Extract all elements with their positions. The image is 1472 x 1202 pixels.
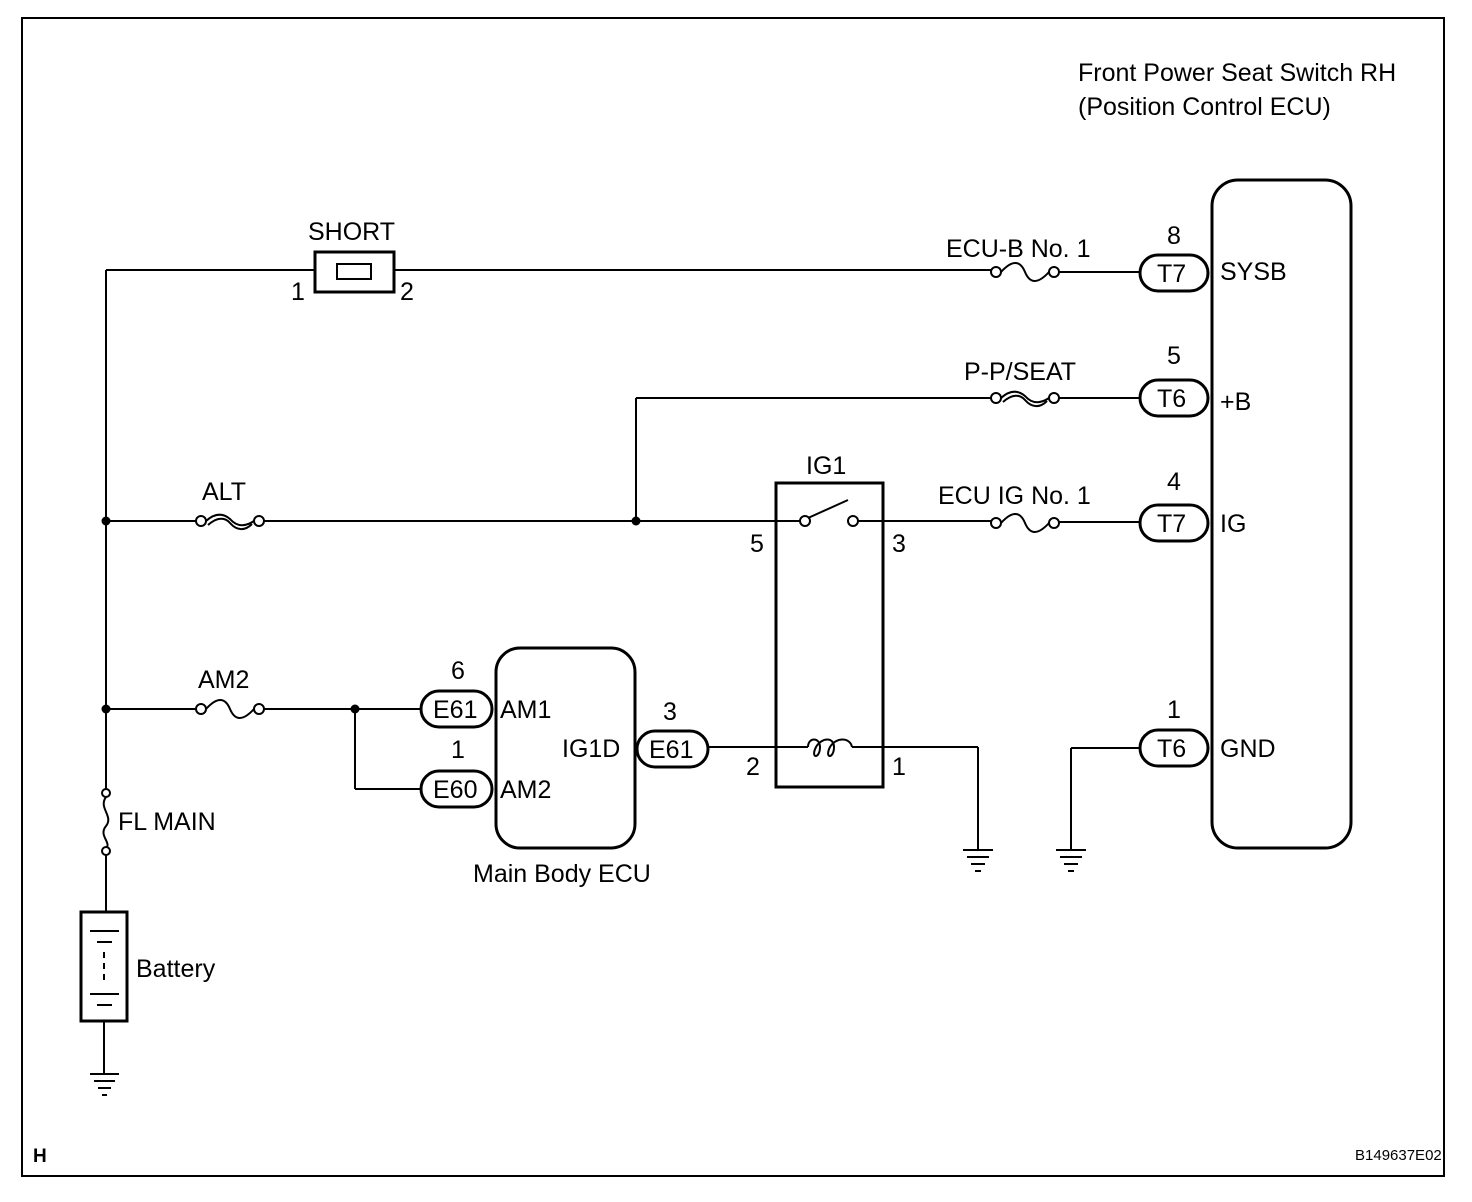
ecu-title-line1: Front Power Seat Switch RH [1078, 59, 1396, 87]
relay-pin-3: 3 [892, 530, 906, 558]
relay-pin-2: 2 [746, 753, 760, 781]
position-control-ecu-box [1210, 178, 1353, 850]
connector-t6-gnd-pin: 1 [1167, 696, 1181, 724]
ecu-ground-icon [1056, 849, 1086, 872]
battery-label: Battery [136, 955, 216, 983]
connector-e61-am1 [419, 689, 494, 729]
connector-t7-ig-pin: 4 [1167, 468, 1181, 496]
ecu-title-line2: (Position Control ECU) [1078, 93, 1331, 121]
short-pin-icon [336, 263, 372, 280]
connector-e60-am2-pin: 1 [451, 736, 465, 764]
connector-t6-gnd-id: T6 [1157, 735, 1186, 763]
pp-seat-fuse-label: P-P/SEAT [964, 358, 1076, 386]
relay-ground-icon [963, 849, 993, 872]
short-pin-box [313, 250, 396, 294]
short-label: SHORT [308, 218, 395, 246]
short-pin-left: 1 [291, 278, 305, 306]
connector-t7-sysb-pin: 8 [1167, 222, 1181, 250]
connector-t7-sysb-id: T7 [1157, 260, 1186, 288]
terminal-ig1d: IG1D [562, 735, 620, 763]
connector-t6-plusb [1138, 378, 1210, 418]
corner-letter: H [33, 1146, 47, 1167]
terminal-sysb: SYSB [1220, 258, 1287, 286]
terminal-am1: AM1 [500, 696, 551, 724]
ecu-b-fuse-label: ECU-B No. 1 [946, 235, 1090, 263]
connector-t6-plusb-pin: 5 [1167, 342, 1181, 370]
relay-pin-1: 1 [892, 753, 906, 781]
connector-e61-am1-id: E61 [433, 696, 477, 724]
pp-seat-fuse-icon [990, 390, 1060, 408]
connector-e60-am2-id: E60 [433, 776, 477, 804]
connector-t7-sysb [1138, 253, 1210, 293]
connector-e61-ig1d-id: E61 [649, 736, 693, 764]
battery-ground-icon [90, 1073, 119, 1096]
connector-e61-am1-pin: 6 [451, 657, 465, 685]
terminal-gnd: GND [1220, 735, 1276, 763]
battery-icon [90, 930, 119, 1006]
am2-fuse-label: AM2 [198, 666, 249, 694]
figure-code: B149637E02 [1355, 1147, 1442, 1164]
junction-dot [101, 516, 111, 526]
ig1-relay-label: IG1 [806, 452, 846, 480]
main-body-ecu-box [494, 646, 637, 850]
alt-fuse-icon [195, 513, 265, 531]
connector-e60-am2 [419, 769, 494, 809]
connector-e61-ig1d [635, 729, 710, 769]
junction-dot [631, 516, 641, 526]
terminal-ig: IG [1220, 510, 1246, 538]
terminal-plusb: +B [1220, 388, 1251, 416]
fl-main-label: FL MAIN [118, 808, 216, 836]
fl-main-fusible-link-icon [101, 788, 111, 856]
ecu-b-fuse-icon [990, 262, 1060, 282]
relay-pin-5: 5 [750, 530, 764, 558]
short-pin-right: 2 [400, 278, 414, 306]
connector-t7-ig-id: T7 [1157, 510, 1186, 538]
main-body-ecu-label: Main Body ECU [473, 860, 651, 888]
alt-fuse-label: ALT [202, 478, 246, 506]
relay-switch-icon [799, 499, 859, 527]
ig1-relay-box [774, 481, 885, 789]
am2-fuse-icon [195, 699, 265, 719]
connector-e61-ig1d-pin: 3 [663, 698, 677, 726]
diagram-frame [21, 17, 1445, 1177]
terminal-am2: AM2 [500, 776, 551, 804]
connector-t6-plusb-id: T6 [1157, 385, 1186, 413]
connector-t7-ig [1138, 503, 1210, 543]
relay-coil-icon [807, 738, 853, 757]
ecu-ig-fuse-label: ECU IG No. 1 [938, 482, 1091, 510]
ecu-ig-fuse-icon [990, 513, 1060, 533]
junction-dot [101, 704, 111, 714]
